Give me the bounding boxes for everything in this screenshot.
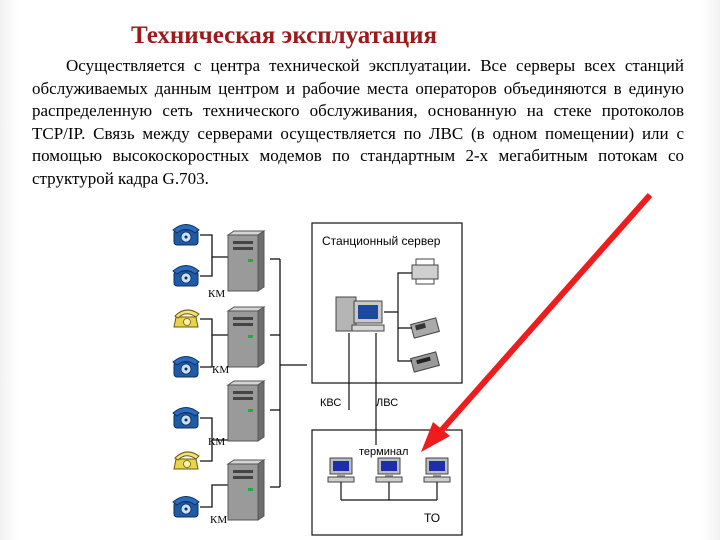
- km-label: КМ: [212, 364, 229, 376]
- telephone-icon: [173, 451, 200, 470]
- telephone-icon: [172, 265, 200, 287]
- slide-title: Техническая эксплуатация: [131, 22, 438, 49]
- telephone-icon: [172, 407, 200, 429]
- telephone-icon: [172, 356, 200, 378]
- kvs-label: КВС: [320, 397, 341, 409]
- terminal-computer-icon: [327, 457, 355, 483]
- terminal-computer-icon: [423, 457, 451, 483]
- disk-drive-icon: [410, 351, 440, 373]
- network-diagram: КМ КМ КМ КМ Станционный сервер: [172, 222, 463, 536]
- km-label: КМ: [208, 436, 225, 448]
- fax-icon: [410, 317, 440, 339]
- telephone-icon: [172, 224, 200, 246]
- printer-icon: [411, 258, 439, 285]
- terminal-label: терминал: [359, 446, 408, 458]
- server-tower-icon: [227, 230, 265, 292]
- km-label: КМ: [208, 288, 225, 300]
- server-tower-icon: [227, 380, 265, 442]
- telephone-icon: [173, 309, 200, 328]
- server-tower-icon: [227, 306, 265, 368]
- slide-paragraph: Осуществляется с центра технической эксп…: [32, 56, 684, 188]
- workstation-icon: [335, 296, 385, 332]
- to-label: ТО: [424, 511, 440, 525]
- lvs-label: ЛВС: [376, 397, 398, 409]
- server-tower-icon: [227, 459, 265, 521]
- terminal-computer-icon: [375, 457, 403, 483]
- km-label: КМ: [210, 514, 227, 526]
- station-server-label: Станционный сервер: [322, 234, 441, 248]
- telephone-icon: [172, 496, 200, 518]
